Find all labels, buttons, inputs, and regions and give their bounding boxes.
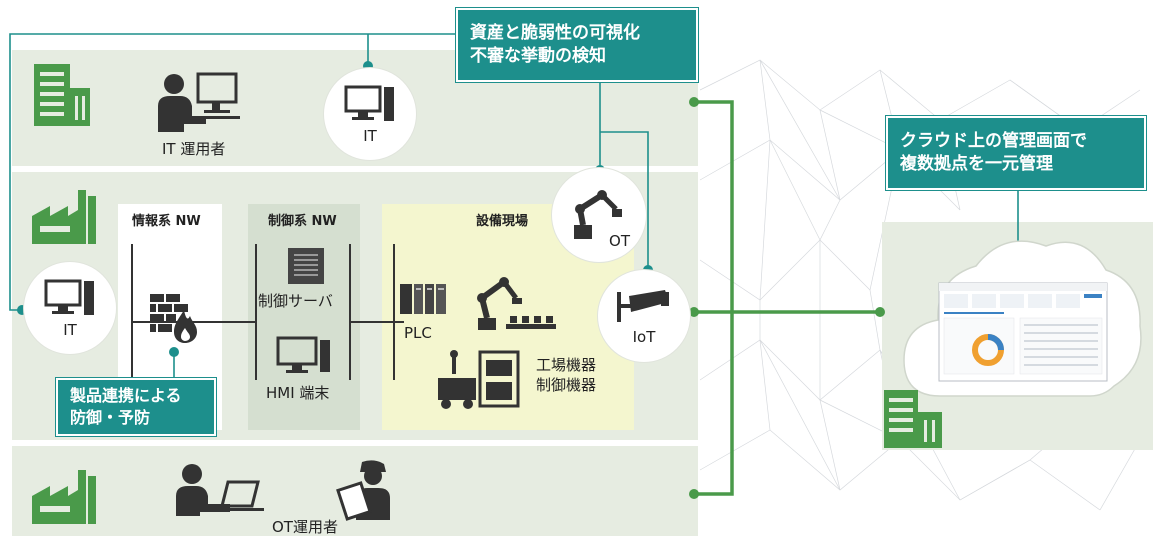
- control-nw-title: 制御系 NW: [268, 214, 337, 229]
- it-device-circle-top: IT: [324, 68, 416, 160]
- dashboard-screen-thumbnail: [938, 282, 1108, 382]
- firewall-icon: [150, 294, 197, 343]
- iot-circle-label: IoT: [632, 328, 656, 346]
- product-defense-callout: 製品連携による 防御・予防: [56, 378, 216, 436]
- office-building-icon: [34, 64, 90, 126]
- it-operator-icon: [158, 72, 240, 132]
- plc-icon: [400, 284, 446, 314]
- security-camera-icon: [617, 290, 669, 322]
- desktop-pc-icon: [344, 85, 394, 121]
- ot-device-circle: OT: [552, 168, 646, 262]
- it-circle-label: IT: [63, 321, 77, 339]
- visibility-detection-callout: 資産と脆弱性の可視化 不審な挙動の検知: [456, 8, 698, 82]
- factory-machines-icon: [438, 350, 520, 409]
- it-operator-label: IT 運用者: [162, 140, 226, 158]
- ot-operator-label: OT運用者: [272, 518, 338, 536]
- robot-arm-conveyor-icon: [477, 277, 556, 330]
- it-device-circle-left: IT: [24, 262, 116, 354]
- field-title: 設備現場: [476, 214, 529, 229]
- plc-label: PLC: [404, 324, 432, 342]
- robot-arm-icon: [574, 190, 622, 239]
- callout-line: 複数拠点を一元管理: [900, 154, 1053, 174]
- callout-line: 製品連携による: [70, 386, 182, 406]
- hmi-label: HMI 端末: [266, 384, 330, 402]
- callout-line: 資産と脆弱性の可視化: [470, 23, 640, 44]
- info-nw-title: 情報系 NW: [132, 214, 201, 229]
- machines-label-2: 制御機器: [536, 376, 597, 394]
- control-server-icon: [288, 248, 324, 284]
- office-building-icon: [884, 390, 942, 448]
- it-circle-label: IT: [363, 127, 377, 145]
- cloud-management-callout: クラウド上の管理画面で 複数拠点を一元管理: [886, 116, 1146, 190]
- ot-circle-label: OT: [609, 232, 630, 250]
- callout-line: 防御・予防: [70, 408, 151, 427]
- hmi-terminal-icon: [276, 336, 330, 373]
- factory-icon: [32, 190, 96, 244]
- ot-operator-tablet-icon: [336, 460, 390, 521]
- callout-line: クラウド上の管理画面で: [900, 131, 1087, 152]
- ot-operator-laptop-icon: [176, 464, 264, 516]
- factory-icon: [32, 470, 96, 524]
- control-server-label: 制御サーバ: [258, 292, 333, 310]
- iot-device-circle: IoT: [598, 270, 690, 362]
- machines-label-1: 工場機器: [536, 356, 597, 374]
- callout-line: 不審な挙動の検知: [470, 46, 606, 66]
- control-nw-zone: [248, 204, 360, 430]
- desktop-pc-icon: [44, 279, 94, 315]
